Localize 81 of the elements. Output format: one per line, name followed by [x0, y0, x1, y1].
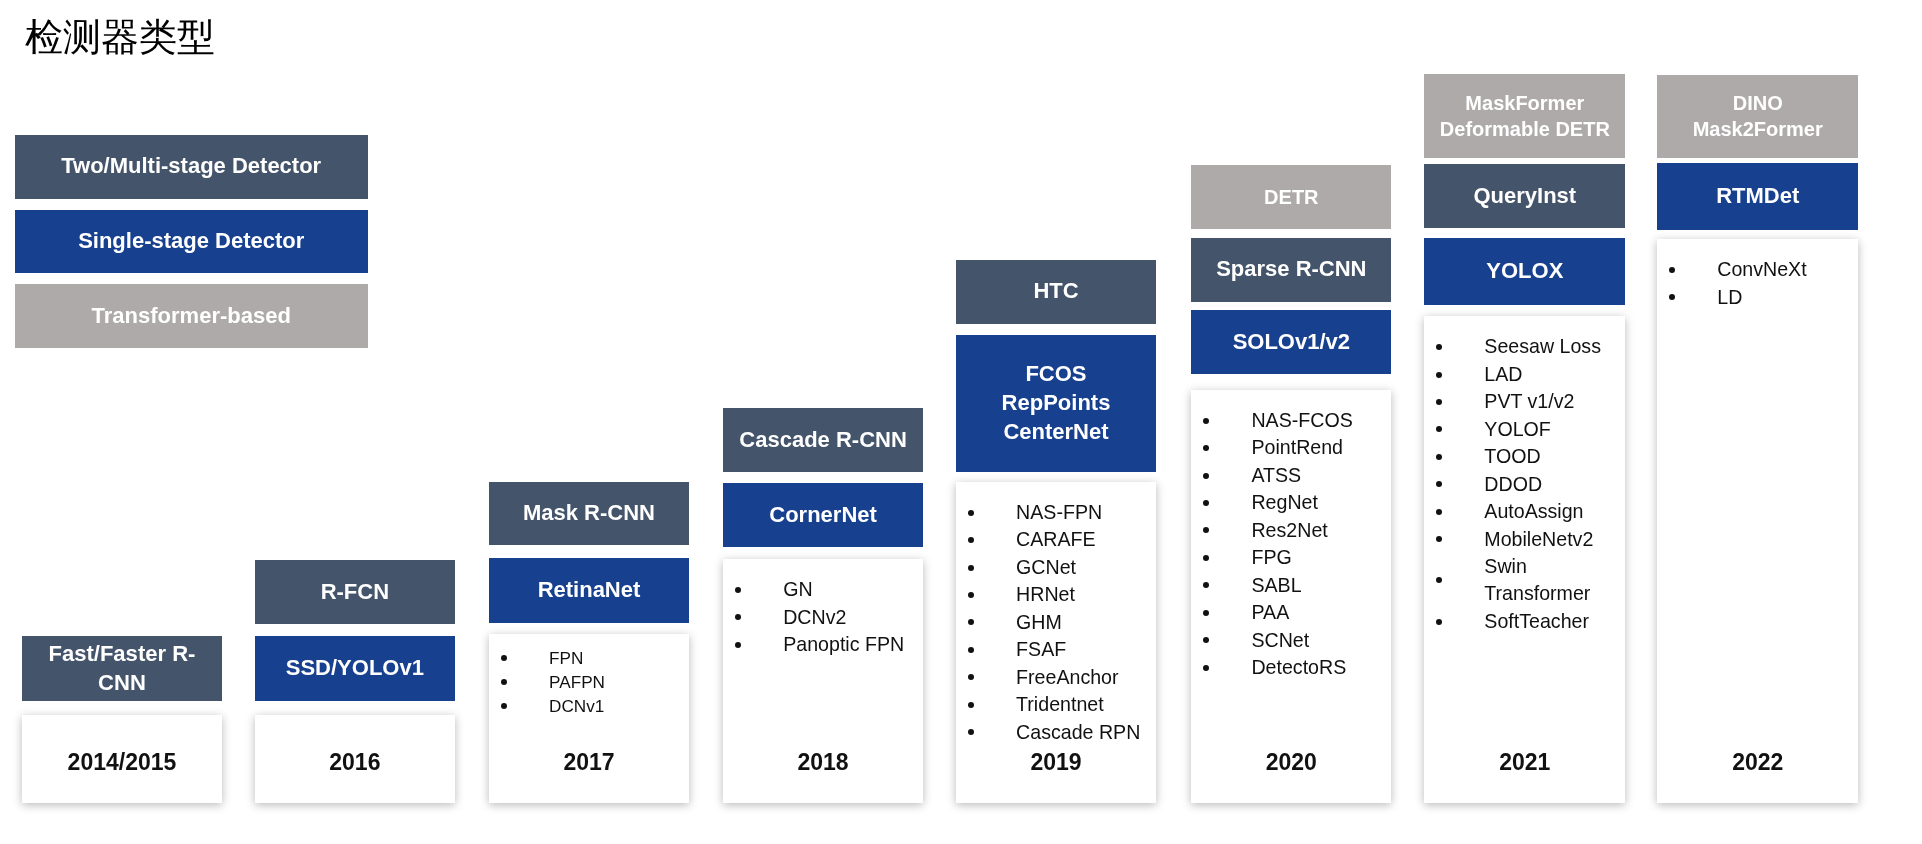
- year-card: [254, 714, 455, 803]
- method-name: Mask2Former: [1692, 117, 1823, 143]
- list-item: YOLOF: [1484, 416, 1552, 442]
- list-item: TOOD: [1484, 444, 1542, 470]
- list-item: PVT v1/v2: [1484, 389, 1576, 415]
- method-box: Fast/Faster R-CNN: [22, 636, 222, 702]
- year-card: [1424, 316, 1626, 803]
- list-item: NAS-FCOS: [1251, 407, 1354, 433]
- method-box: RTMDet: [1657, 163, 1859, 231]
- list-item: Seesaw Loss: [1484, 334, 1602, 360]
- list-item: FSAF: [1016, 637, 1068, 663]
- year-label: 2019: [1029, 748, 1083, 776]
- year-card: [723, 558, 923, 803]
- year-label: 2022: [1731, 748, 1785, 776]
- list-item: NAS-FPN: [1016, 499, 1104, 525]
- list-item: CARAFE: [1016, 527, 1097, 553]
- year-label: 2020: [1264, 748, 1318, 776]
- list-item: MobileNetv2: [1484, 526, 1595, 552]
- list-item: Res2Net: [1251, 517, 1329, 543]
- list-item: PointRend: [1251, 435, 1344, 461]
- list-item: GN: [783, 577, 814, 603]
- list-item: ATSS: [1251, 462, 1303, 488]
- list-item: SABL: [1251, 572, 1303, 598]
- list-item: DCNv1: [549, 695, 606, 719]
- list-item: GHM: [1016, 609, 1063, 635]
- list-item: LD: [1717, 284, 1744, 310]
- method-box: R-FCN: [254, 560, 455, 624]
- list-item: Swin Transformer: [1484, 554, 1592, 607]
- legend-label: Single-stage Detector: [78, 227, 305, 256]
- list-item: GCNet: [1016, 554, 1078, 580]
- method-name: DINO: [1732, 91, 1783, 117]
- method-name: MaskFormer: [1465, 90, 1585, 116]
- method-box: [1657, 74, 1859, 159]
- year-card: [1657, 239, 1859, 803]
- method-name: CenterNet: [1003, 417, 1109, 446]
- list-item: AutoAssign: [1484, 499, 1585, 525]
- list-item: FreeAnchor: [1016, 664, 1120, 690]
- method-name: FCOS: [1025, 360, 1087, 389]
- method-box: SSD/YOLOv1: [254, 636, 455, 702]
- list-item: HRNet: [1016, 582, 1076, 608]
- list-item: LAD: [1484, 361, 1524, 387]
- year-label: 2016: [328, 748, 382, 776]
- year-label: 2018: [796, 748, 850, 776]
- legend-label: Two/Multi-stage Detector: [61, 152, 322, 181]
- method-box: YOLOX: [1424, 237, 1626, 306]
- year-label: 2021: [1498, 748, 1552, 776]
- legend-label: Transformer-based: [91, 301, 291, 330]
- method-box: HTC: [956, 259, 1156, 324]
- list-item: Cascade RPN: [1016, 719, 1142, 745]
- year-card: [489, 633, 689, 803]
- method-name: Deformable DETR: [1439, 116, 1610, 142]
- method-name: RepPoints: [1001, 388, 1111, 417]
- method-box: RetinaNet: [489, 557, 689, 623]
- list-item: RegNet: [1251, 490, 1319, 516]
- list-item: DDOD: [1484, 471, 1544, 497]
- list-item: FPG: [1251, 545, 1293, 571]
- method-box: Cascade R-CNN: [723, 408, 923, 472]
- method-box: [956, 334, 1156, 472]
- method-box: CornerNet: [723, 482, 923, 547]
- method-box: [1424, 73, 1626, 159]
- method-box: Sparse R-CNN: [1191, 237, 1392, 302]
- year-card: [1191, 389, 1392, 803]
- list-item: Panoptic FPN: [783, 632, 906, 657]
- list-item: PAFPN: [549, 671, 606, 694]
- year-card: [22, 714, 222, 803]
- list-item: DCNv2: [783, 604, 848, 630]
- method-box: SOLOv1/v2: [1191, 310, 1392, 374]
- list-item: PAA: [1251, 600, 1291, 626]
- list-item: FPN: [549, 646, 585, 670]
- year-label: 2017: [562, 748, 616, 776]
- year-label: 2014/2015: [66, 748, 178, 776]
- list-item: SCNet: [1251, 627, 1311, 653]
- title: 检测器类型: [24, 15, 215, 61]
- list-item: Tridentnet: [1016, 692, 1105, 718]
- method-box: Mask R-CNN: [489, 481, 689, 546]
- method-box: DETR: [1191, 165, 1392, 230]
- list-item: DetectoRS: [1251, 655, 1348, 680]
- year-card: [956, 481, 1156, 803]
- list-item: ConvNeXt: [1717, 257, 1808, 283]
- list-item: SoftTeacher: [1484, 608, 1590, 634]
- method-box: QueryInst: [1424, 164, 1626, 228]
